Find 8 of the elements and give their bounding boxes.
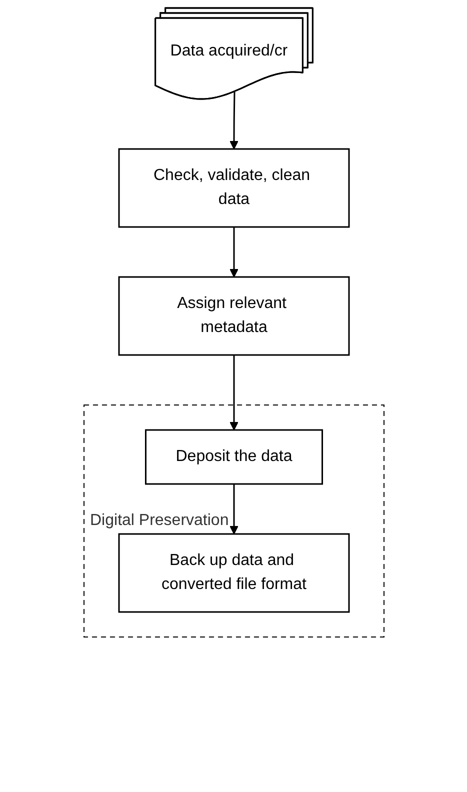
node-box: Check, validate, clean data [118, 148, 350, 228]
arrow [229, 92, 238, 150]
node-box: Back up data and converted file format [118, 533, 350, 613]
arrow [229, 355, 238, 430]
arrow [229, 227, 238, 278]
node-box: Deposit the data [144, 429, 323, 485]
arrow [229, 484, 238, 534]
node-box: Assign relevant metadata [118, 276, 350, 356]
